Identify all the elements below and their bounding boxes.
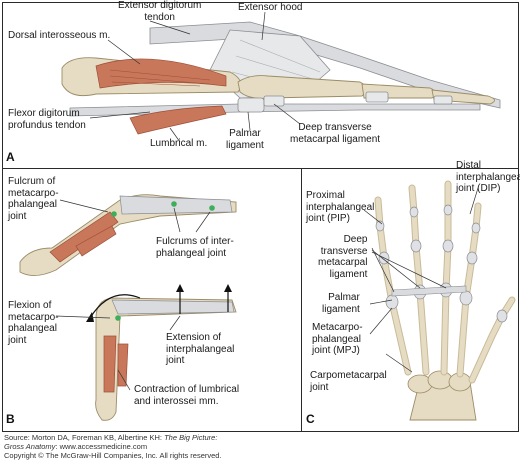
label-dip: Distal interphalangeal joint (DIP) (456, 160, 520, 194)
label-pip: Proximal interphalangeal joint (PIP) (306, 190, 375, 224)
label-flexion-mcp: Flexion of metacarpo- phalangeal joint (8, 300, 59, 346)
panel-c-letter: C (306, 412, 315, 426)
panel-a-illustration (61, 11, 501, 143)
panel-b-letter: B (6, 412, 15, 426)
label-lumbrical: Lumbrical m. (150, 138, 208, 149)
label-deep-transverse-a: Deep transverse metacarpal ligament (290, 122, 381, 145)
label-dorsal-interosseous: Dorsal interosseous m. (8, 30, 111, 41)
label-fulcrums-ip: Fulcrums of inter- phalangeal joint (156, 236, 234, 259)
source-citation: Source: Morton DA, Foreman KB, Albertine… (4, 433, 218, 442)
label-flexor-digitorum: Flexor digitorum profundus tendon (8, 108, 86, 131)
panel-c-illustration (363, 180, 516, 421)
panel-b-illustration (19, 194, 237, 421)
label-fulcrum-mcp: Fulcrum of metacarpo- phalangeal joint (8, 176, 59, 222)
label-deep-transverse-c: Deep transverse metacarpal ligament (318, 234, 368, 280)
label-palmar-ligament-c: Palmar ligament (322, 292, 360, 315)
copyright-notice: Copyright © The McGraw-Hill Companies, I… (4, 451, 222, 460)
label-contraction: Contraction of lumbrical and interossei … (134, 384, 240, 407)
label-extensor-digitorum: Extensor digitorum tendon (118, 0, 202, 23)
panel-a-letter: A (6, 150, 15, 164)
label-extensor-hood: Extensor hood (238, 2, 303, 13)
label-carpometacarpal: Carpometacarpal joint (310, 370, 387, 393)
label-mpj: Metacarpo- phalangeal joint (MPJ) (312, 322, 363, 356)
label-palmar-ligament-a: Palmar ligament (226, 128, 264, 151)
label-extension-ip: Extension of interphalangeal joint (166, 332, 235, 366)
panel-c-frame (301, 168, 519, 432)
source-citation-line2: Gross Anatomy: www.accessmedicine.com (4, 442, 148, 451)
